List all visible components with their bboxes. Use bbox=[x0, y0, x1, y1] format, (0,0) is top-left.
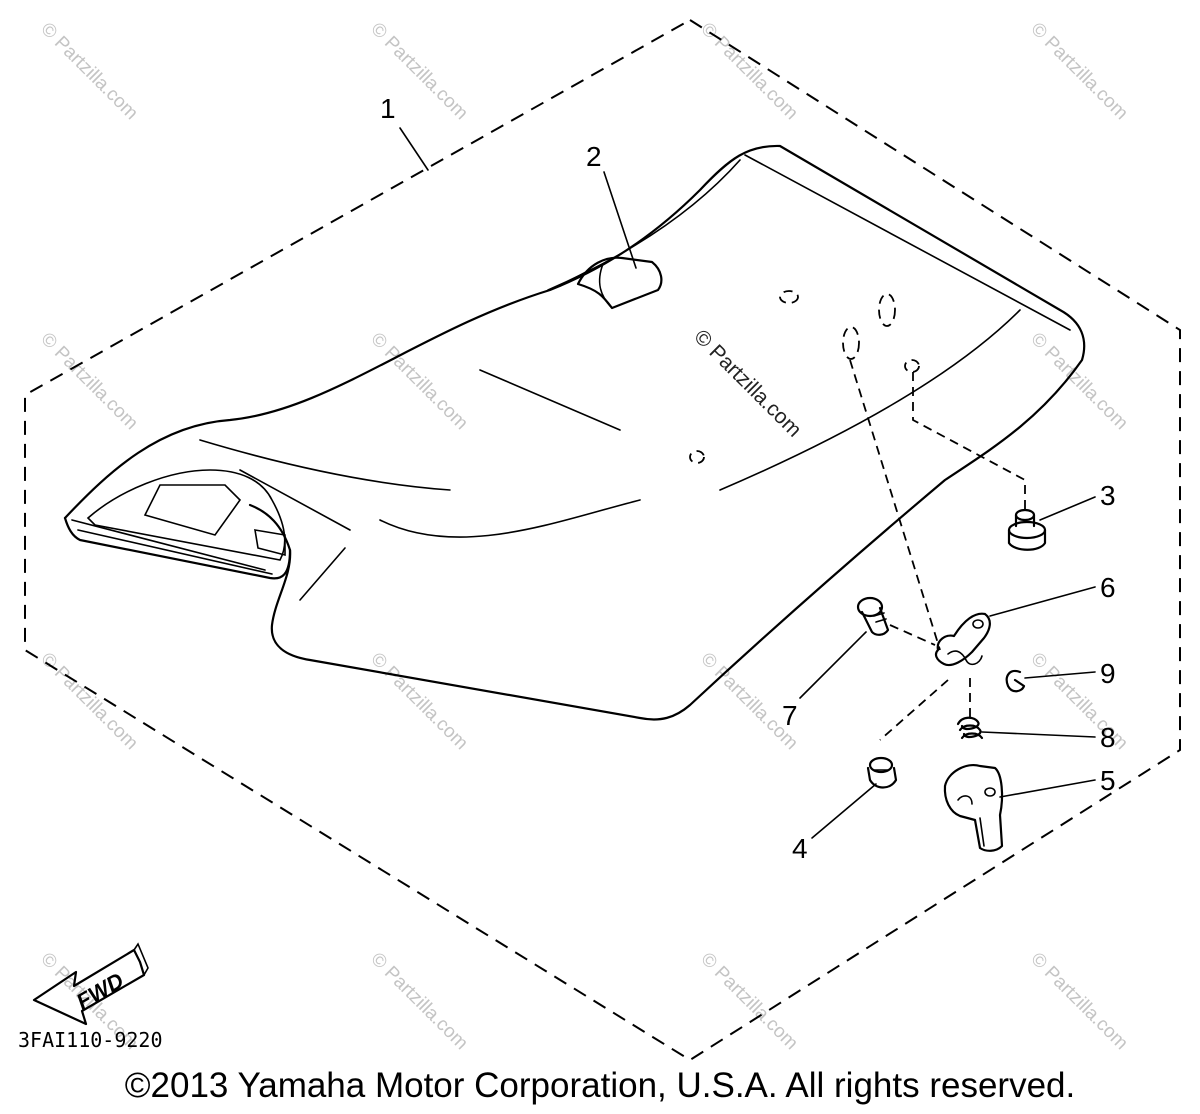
seat-seam bbox=[199, 439, 451, 491]
seat-rear-pad bbox=[254, 529, 286, 557]
hook-part bbox=[934, 612, 991, 667]
callout-4: 4 bbox=[792, 833, 808, 864]
leader-lines bbox=[399, 127, 1096, 839]
clip-part bbox=[1005, 669, 1026, 693]
seat-front-edge bbox=[744, 154, 1071, 331]
seat-rear-rim bbox=[71, 519, 266, 571]
seat-rear-pad bbox=[143, 484, 242, 536]
diagram-code: 3FAI110-9220 bbox=[18, 1028, 163, 1052]
seat-strap-fold bbox=[598, 263, 613, 309]
callout-7: 7 bbox=[782, 700, 798, 731]
seat-hole bbox=[878, 293, 896, 327]
copyright-notice: ©2013 Yamaha Motor Corporation, U.S.A. A… bbox=[124, 1066, 1076, 1105]
callout-3: 3 bbox=[1100, 480, 1116, 511]
bolt-part bbox=[856, 596, 890, 636]
seat-rear-shell bbox=[63, 516, 292, 580]
callout-9: 9 bbox=[1100, 658, 1116, 689]
latch-part bbox=[943, 764, 1004, 852]
callout-6: 6 bbox=[1100, 572, 1116, 603]
seat-seam bbox=[379, 499, 641, 538]
watermark: © Partzilla.com bbox=[366, 649, 471, 754]
small-parts bbox=[856, 508, 1047, 852]
callout-2: 2 bbox=[586, 141, 602, 172]
seat-hole bbox=[689, 450, 705, 464]
seat-hole bbox=[779, 290, 799, 304]
assembly-guides bbox=[849, 359, 1026, 741]
seat-hole bbox=[842, 326, 860, 360]
seat-strap-fold bbox=[559, 271, 587, 287]
callout-8: 8 bbox=[1100, 722, 1116, 753]
watermark: © Partzilla.com bbox=[1026, 19, 1131, 124]
seat-outline bbox=[63, 144, 1086, 721]
seat-seam bbox=[239, 469, 351, 531]
seat-strap bbox=[576, 256, 663, 310]
seat-seam bbox=[479, 369, 621, 431]
seat-seam bbox=[719, 309, 1021, 491]
callout-1: 1 bbox=[380, 93, 396, 124]
grommet-part bbox=[1007, 508, 1047, 551]
watermark: © Partzilla.com bbox=[696, 949, 801, 1054]
seat-drawing bbox=[63, 144, 1086, 721]
watermark: © Partzilla.com bbox=[1026, 329, 1131, 434]
callout-labels: 1 2 3 6 9 8 5 7 4 bbox=[380, 93, 1116, 864]
seat-rear-rim bbox=[77, 529, 273, 575]
seat-hole bbox=[904, 359, 920, 373]
watermark: © Partzilla.com bbox=[1026, 949, 1131, 1054]
watermark-center: © Partzilla.com bbox=[689, 325, 805, 441]
spring-part bbox=[956, 716, 984, 740]
watermark: © Partzilla.com bbox=[1026, 649, 1131, 754]
nut-part bbox=[866, 756, 898, 789]
seat-seam bbox=[299, 547, 346, 601]
watermark: © Partzilla.com bbox=[366, 949, 471, 1054]
watermark: © Partzilla.com bbox=[36, 649, 141, 754]
watermark-layer: © Partzilla.com © Partzilla.com © Partzi… bbox=[36, 19, 1131, 1054]
callout-5: 5 bbox=[1100, 765, 1116, 796]
assembly-boundary bbox=[24, 18, 1181, 1062]
watermark: © Partzilla.com bbox=[36, 329, 141, 434]
watermark: © Partzilla.com bbox=[36, 19, 141, 124]
